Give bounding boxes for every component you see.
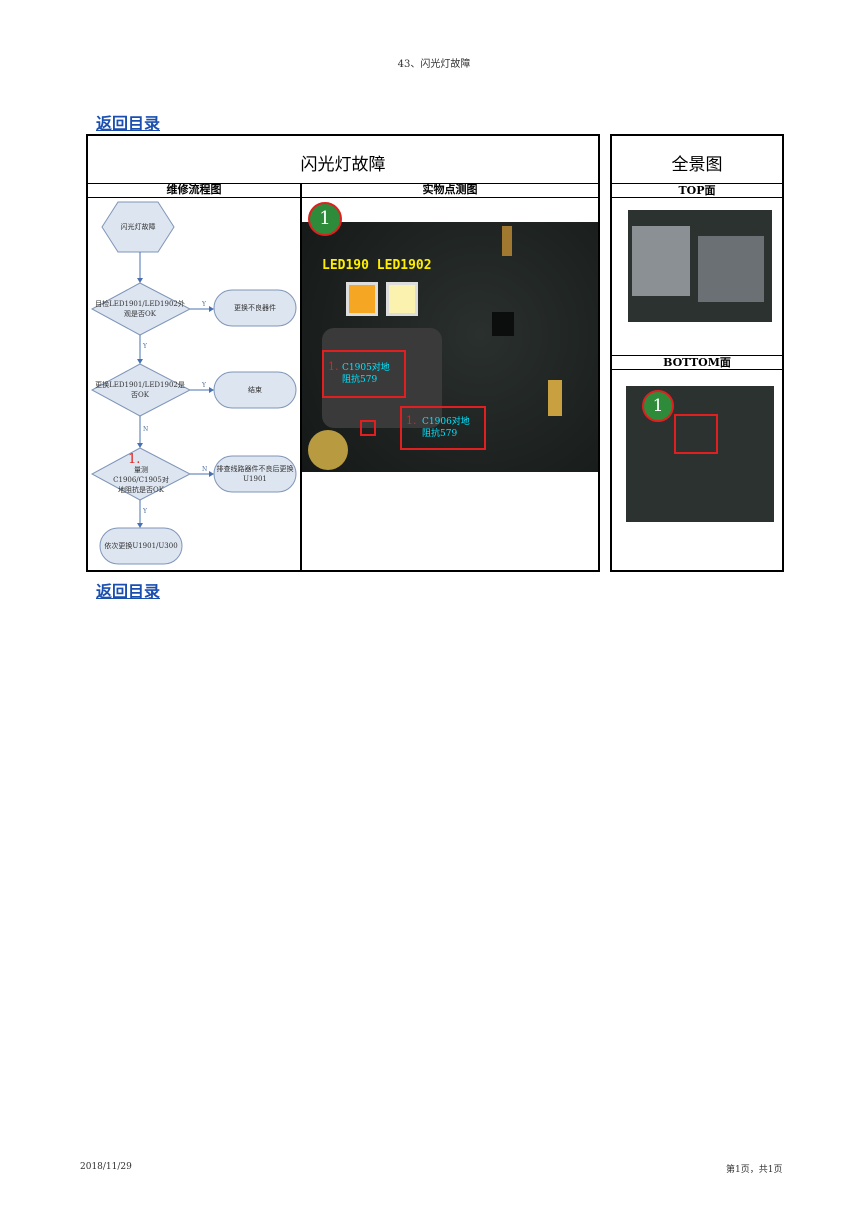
col-photo-header: 实物点测图 [422, 183, 478, 196]
bottom-face-header: BOTTOM面 [612, 355, 782, 370]
col-flow-header: 维修流程图 [166, 183, 222, 196]
flowchart-shapes [90, 201, 297, 565]
column-divider [300, 183, 302, 570]
bracket [502, 226, 512, 256]
flow-yes-3: N [202, 466, 208, 473]
main-title: 闪光灯故障 [300, 155, 386, 175]
screw-hole [308, 430, 348, 470]
c1905-marker-box [322, 350, 406, 398]
pcb-photo: LED190 LED1902 1. C1905对地阻抗579 1. C1906对… [302, 222, 598, 472]
footer-page: 第1页，共1页 [726, 1165, 783, 1175]
led1902 [386, 282, 418, 316]
flow-start: 闪光灯故障 [120, 223, 156, 231]
overview-table: 全景图 TOP面 BOTTOM面 1 [610, 134, 784, 572]
overview-badge: 1 [642, 390, 674, 422]
page-header: 43、闪光灯故障 [397, 59, 471, 70]
column-header-row [88, 183, 598, 198]
camera-module [322, 328, 442, 428]
repair-table: 闪光灯故障 维修流程图 实物点测图 [86, 134, 600, 572]
footer-date: 2018/11/29 [80, 1162, 132, 1172]
photo-badge: 1 [308, 202, 342, 236]
flowchart: 闪光灯故障 目检LED1901/LED1902外观是否OK 更换不良器件 更换L… [90, 198, 298, 568]
flow-yes-1: Y [202, 301, 206, 308]
flow-no-2: N [143, 426, 149, 433]
c1905-point [360, 420, 376, 436]
overview-title: 全景图 [671, 155, 723, 175]
flow-end: 依次更换U1901/U300 [104, 542, 178, 550]
ic-chip [492, 312, 514, 336]
top-shield-left [632, 226, 690, 296]
c1905-number: 1. [328, 360, 339, 373]
flow-q3-number: 1. [128, 452, 141, 467]
flow-yes-2: Y [202, 382, 206, 389]
flow-no-3: Y [143, 508, 147, 515]
flow-a3: 排查线路器件不良后更换U1901 [216, 465, 294, 483]
c1906-label: C1906对地阻抗579 [422, 417, 470, 439]
top-shield-right [698, 236, 764, 302]
flow-no-1: Y [143, 343, 147, 350]
flow-q1: 目检LED1901/LED1902外观是否OK [95, 300, 185, 318]
flow-q3: 量测C1906/C1905对地阻抗是否OK [113, 466, 169, 494]
led1901 [346, 282, 378, 316]
led-label: LED190 LED1902 [322, 258, 432, 273]
flow-q2: 更换LED1901/LED1902是否OK [95, 381, 185, 399]
back-to-toc-link-top[interactable]: 返回目录 [96, 114, 161, 133]
connector-pad [548, 380, 562, 416]
bottom-marker-box [674, 414, 718, 454]
c1906-marker-box [400, 406, 486, 450]
c1906-number: 1. [406, 414, 417, 427]
top-face-header: TOP面 [612, 183, 782, 198]
top-face-photo [628, 210, 772, 322]
flow-a1: 更换不良器件 [234, 304, 276, 312]
c1905-label: C1905对地阻抗579 [342, 363, 390, 385]
back-to-toc-link-bottom[interactable]: 返回目录 [96, 582, 161, 601]
flow-a2: 结束 [248, 386, 262, 394]
